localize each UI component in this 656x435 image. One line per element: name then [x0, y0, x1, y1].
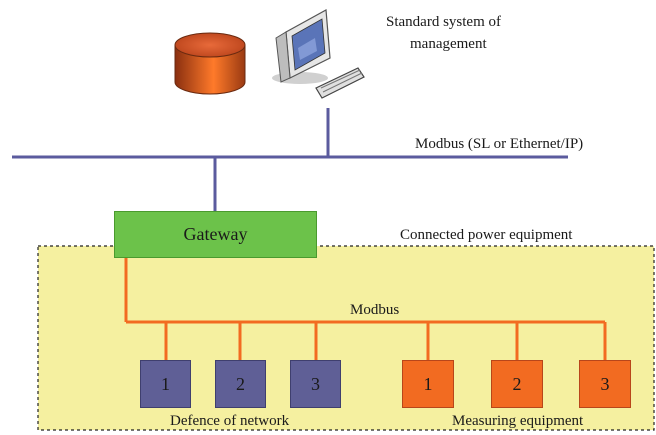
device-number: 1	[161, 373, 170, 394]
measuring-device-2: 2	[491, 360, 543, 408]
area-label: Connected power equipment	[400, 227, 573, 243]
device-number: 2	[512, 373, 522, 394]
device-number: 1	[423, 373, 433, 394]
defence-device-2: 2	[215, 360, 266, 408]
inner-bus-label: Modbus	[350, 302, 400, 318]
defence-device-1: 1	[140, 360, 191, 408]
defence-device-3: 3	[290, 360, 341, 408]
computer-icon	[272, 9, 365, 99]
measuring-device-1: 1	[402, 360, 454, 408]
management-label-line2: management	[410, 36, 487, 52]
defence-group-label: Defence of network	[170, 413, 290, 429]
measuring-group-label: Measuring equipment	[452, 413, 584, 429]
device-number: 3	[311, 373, 320, 394]
measuring-device-3: 3	[579, 360, 631, 408]
gateway-label: Gateway	[183, 224, 248, 244]
database-icon	[174, 32, 246, 95]
power-equipment-area	[37, 245, 655, 431]
management-label-line1: Standard system of	[386, 14, 501, 30]
top-bus-label: Modbus (SL or Ethernet/IP)	[415, 136, 584, 152]
device-number: 2	[236, 373, 245, 394]
device-number: 3	[600, 373, 610, 394]
gateway-box: Gateway	[114, 211, 317, 258]
